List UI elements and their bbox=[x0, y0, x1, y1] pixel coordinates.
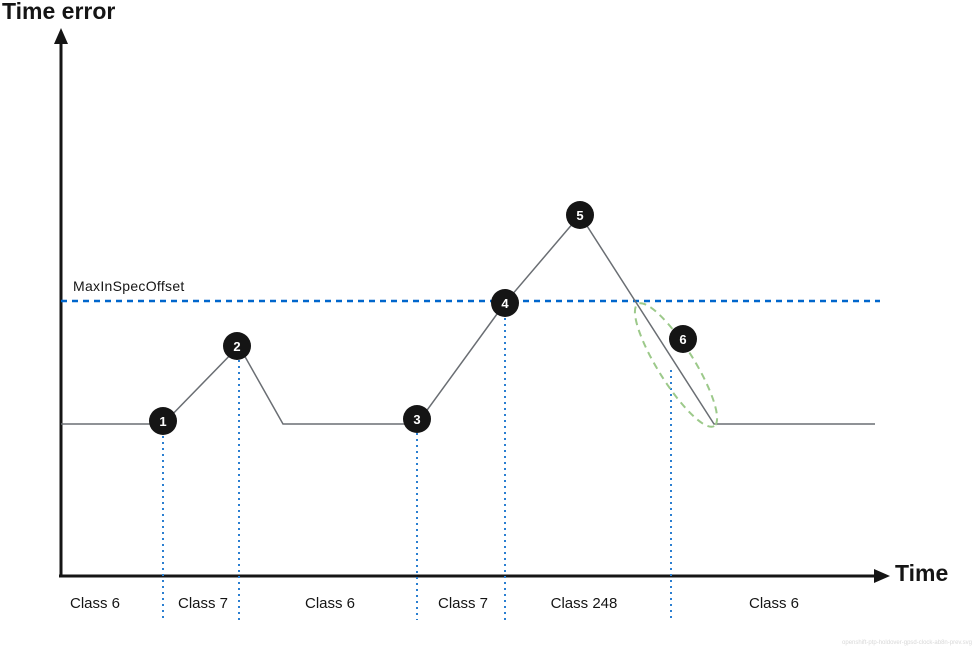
marker-2-badge bbox=[223, 332, 251, 360]
holdover-highlight-ellipse bbox=[633, 302, 719, 428]
marker-1-badge bbox=[149, 407, 177, 435]
class-band-label-6: Class 6 bbox=[749, 595, 799, 612]
marker-4-badge bbox=[491, 289, 519, 317]
time-error-trace bbox=[61, 213, 875, 425]
marker-2-number: 2 bbox=[233, 339, 240, 354]
marker-5-badge bbox=[566, 201, 594, 229]
marker-5: 5 bbox=[566, 201, 594, 229]
marker-6: 6 bbox=[669, 325, 697, 353]
marker-3-number: 3 bbox=[413, 412, 420, 427]
class-band-label-4: Class 7 bbox=[438, 595, 488, 612]
marker-3: 3 bbox=[403, 405, 431, 433]
class-band-label-5: Class 248 bbox=[551, 595, 618, 612]
class-band-label-3: Class 6 bbox=[305, 595, 355, 612]
class-band-labels: Class 6 Class 7 Class 6 Class 7 Class 24… bbox=[70, 595, 799, 612]
marker-6-number: 6 bbox=[679, 332, 686, 347]
marker-2: 2 bbox=[223, 332, 251, 360]
x-axis-arrow-icon bbox=[874, 569, 890, 583]
marker-4-number: 4 bbox=[501, 296, 509, 311]
marker-3-badge bbox=[403, 405, 431, 433]
marker-1-number: 1 bbox=[159, 414, 166, 429]
x-axis-title: Time bbox=[895, 560, 948, 586]
class-band-label-2: Class 7 bbox=[178, 595, 228, 612]
marker-4: 4 bbox=[491, 289, 519, 317]
marker-6-badge bbox=[669, 325, 697, 353]
y-axis-arrow-icon bbox=[54, 28, 68, 44]
event-guides bbox=[162, 318, 672, 620]
y-axis-title: Time error bbox=[2, 0, 115, 24]
image-credit: openshift-ptp-holdover-gpsd-clock-ab8n-p… bbox=[842, 640, 972, 646]
axes bbox=[54, 28, 890, 583]
marker-1: 1 bbox=[149, 407, 177, 435]
marker-5-number: 5 bbox=[576, 208, 583, 223]
max-in-spec-offset-label: MaxInSpecOffset bbox=[73, 278, 185, 294]
class-band-label-1: Class 6 bbox=[70, 595, 120, 612]
